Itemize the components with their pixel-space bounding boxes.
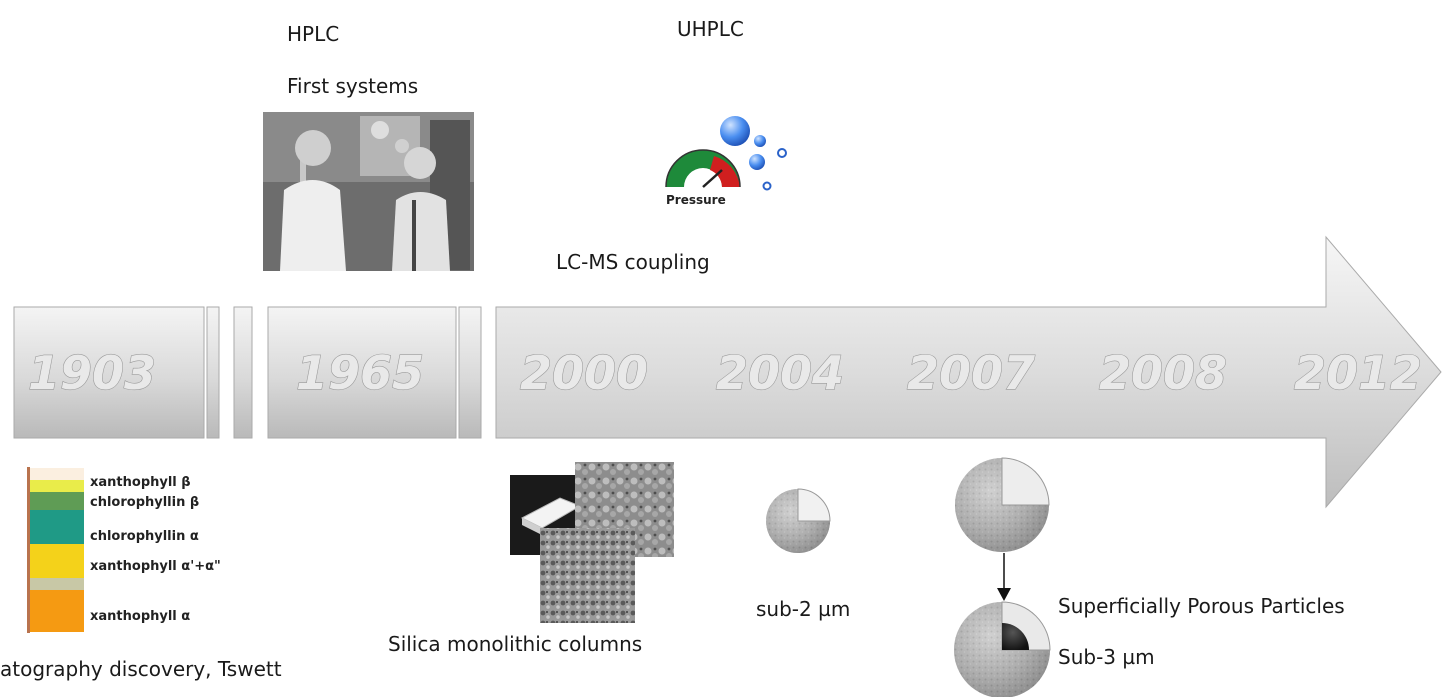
sub3-label: Sub-3 µm (1058, 645, 1155, 669)
timeline-segment-1903 (13, 306, 205, 439)
silica-monolith-images (510, 462, 674, 623)
year-label: 2000 (520, 346, 648, 400)
year-label: 2008 (1099, 346, 1227, 400)
band-label: chlorophyllin α (90, 529, 199, 544)
core-shell-particle-icon (954, 601, 1051, 697)
year-label: 2012 (1294, 346, 1422, 400)
pressure-label: Pressure (666, 193, 726, 207)
timeline-segment-1965 (267, 306, 457, 439)
down-arrow-icon (997, 553, 1011, 601)
band-label: xanthophyll α (90, 609, 190, 624)
sub2-label: sub-2 µm (756, 597, 851, 621)
timeline-separator (233, 306, 253, 439)
tswett-label: atography discovery, Tswett (0, 657, 282, 681)
timeline-separator (206, 306, 220, 439)
year-label: 1903 (28, 346, 156, 400)
band-label: chlorophyllin β (90, 495, 199, 510)
year-label: 1965 (296, 346, 424, 400)
pressure-gauge-icon: Pressure (665, 149, 741, 207)
bubbles-icon (720, 116, 787, 191)
monolith-label: Silica monolithic columns (388, 632, 643, 656)
sub-2-particle-icon (766, 488, 831, 553)
porous-particle-icon (955, 457, 1050, 552)
hplc-label: HPLC (287, 22, 340, 46)
first-systems-label: First systems (287, 74, 419, 98)
uhplc-label: UHPLC (677, 17, 744, 41)
spp-label: Superficially Porous Particles (1058, 594, 1345, 618)
band-label: xanthophyll α'+α" (90, 559, 221, 574)
timeline-separator (458, 306, 482, 439)
first-systems-photo (263, 112, 474, 271)
band-label: xanthophyll β (90, 475, 191, 490)
lcms-label: LC-MS coupling (556, 250, 710, 274)
year-label: 2004 (716, 346, 844, 400)
tswett-chromatogram: xanthophyll β chlorophyllin β chlorophyl… (27, 467, 221, 633)
timeline-main-arrow (495, 235, 1442, 509)
year-label: 2007 (907, 346, 1035, 400)
